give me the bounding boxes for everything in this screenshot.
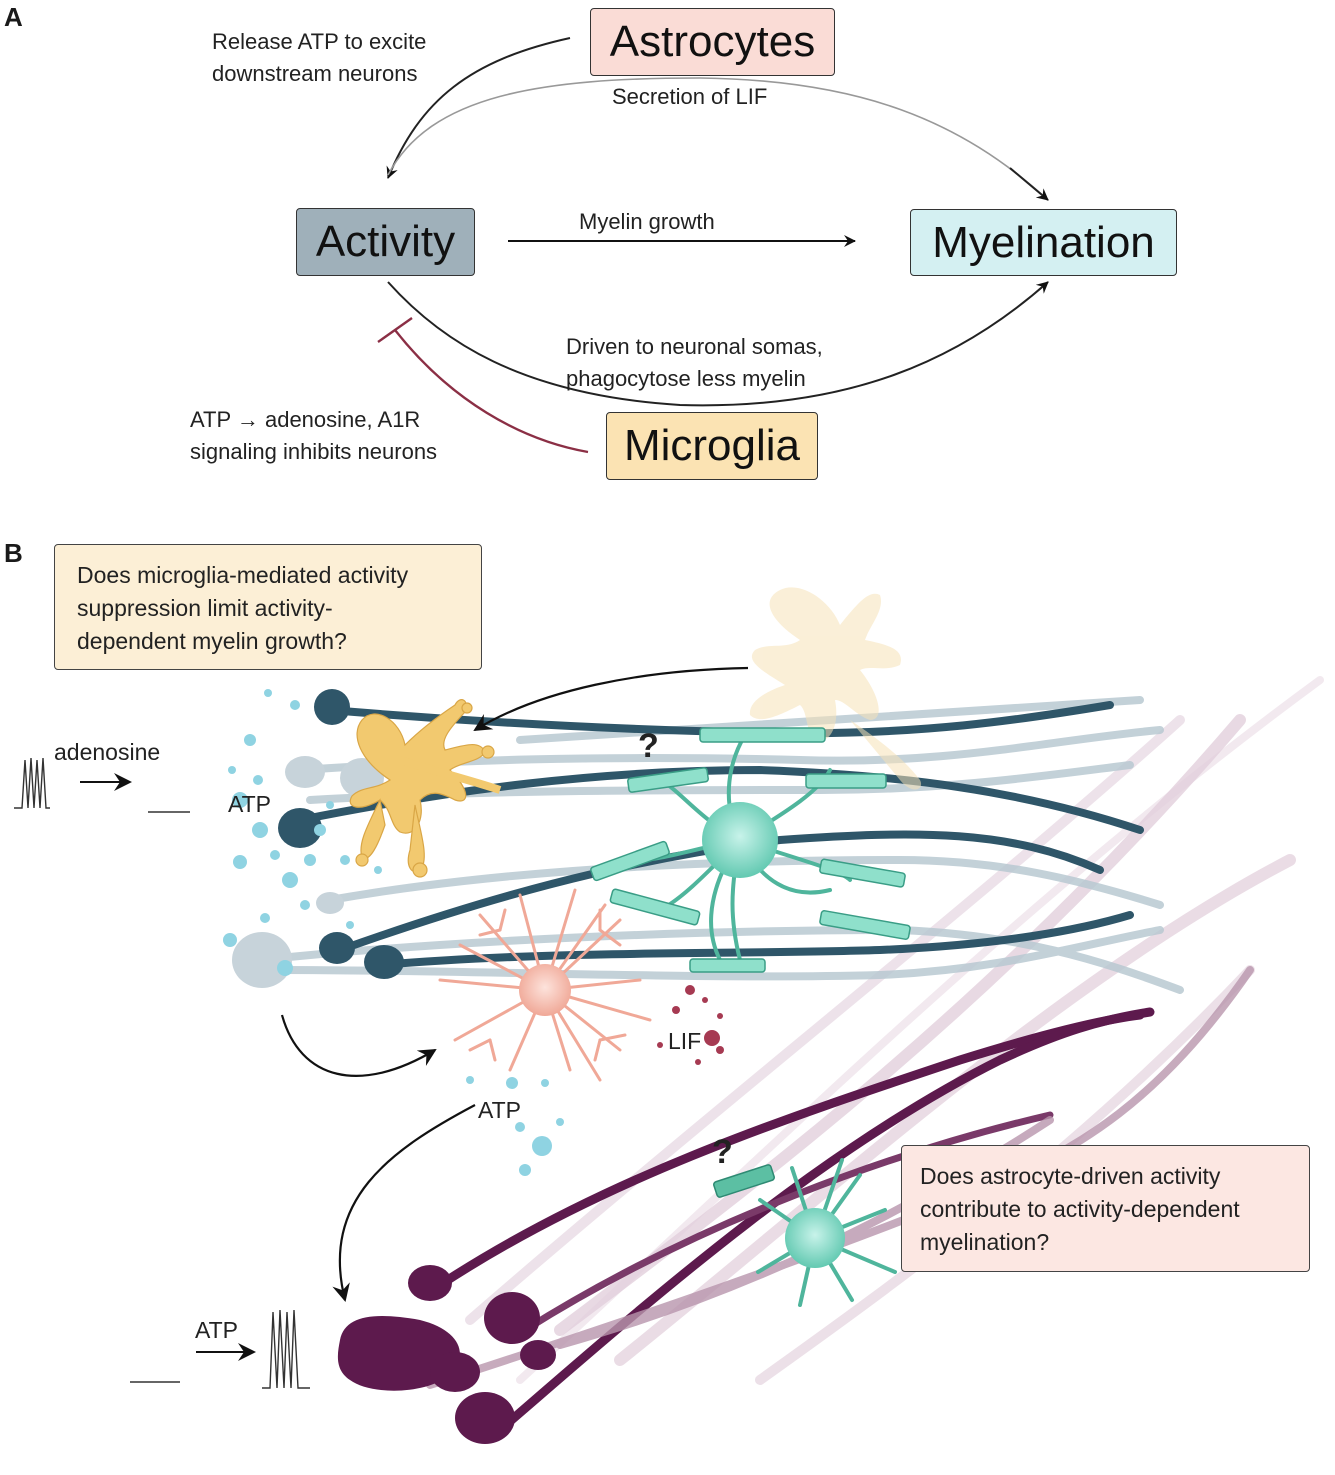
atp-dots-bottom bbox=[466, 1076, 564, 1176]
arrow-neuron-to-astrocyte bbox=[280, 1014, 437, 1077]
microglia-faded bbox=[749, 587, 922, 790]
panel-a-arrows bbox=[377, 37, 1049, 454]
label-myelin-growth: Myelin growth bbox=[579, 209, 715, 234]
label-atp-top: ATP bbox=[228, 791, 272, 817]
question-mark-bottom: ? bbox=[712, 1133, 733, 1171]
question-box-microglia: Does microglia-mediated activity suppres… bbox=[54, 544, 482, 670]
arrow-microglia-migration bbox=[473, 666, 749, 732]
question-bottom-line-1: Does astrocyte-driven activity bbox=[920, 1163, 1221, 1189]
edge-microglia-inhibit bbox=[394, 329, 589, 454]
node-microglia: Microglia bbox=[606, 412, 818, 480]
myelin-sheaths bbox=[590, 727, 911, 973]
question-bottom-line-3: myelination? bbox=[920, 1229, 1050, 1255]
atp-dots-top bbox=[223, 689, 382, 976]
trace-bottom bbox=[130, 1309, 310, 1389]
question-top-line-1: Does microglia-mediated activity bbox=[77, 562, 409, 588]
panel-a-label: A bbox=[4, 2, 23, 32]
microglia-cell bbox=[349, 699, 502, 878]
question-top-line-2: suppression limit activity- bbox=[77, 595, 333, 621]
label-driven-somas-2: phagocytose less myelin bbox=[566, 366, 806, 391]
astrocyte-soma bbox=[519, 964, 571, 1016]
purple-somas bbox=[337, 1265, 556, 1444]
panel-b-label: B bbox=[4, 538, 23, 568]
panel-b-illustration bbox=[14, 587, 1324, 1444]
node-myelination: Myelination bbox=[910, 209, 1177, 276]
node-activity: Activity bbox=[296, 208, 475, 276]
label-atp-adenosine-2: signaling inhibits neurons bbox=[190, 439, 438, 464]
label-adenosine: adenosine bbox=[54, 739, 161, 765]
label-atp-adenosine-1: ATP → adenosine, A1R bbox=[190, 407, 421, 432]
edge-astro-activity bbox=[386, 37, 571, 179]
lif-dots bbox=[657, 985, 724, 1065]
label-atp-mid: ATP bbox=[478, 1097, 522, 1123]
node-astrocytes: Astrocytes bbox=[590, 8, 835, 76]
arrow-atp-to-neurons bbox=[332, 1104, 476, 1302]
label-driven-somas-1: Driven to neuronal somas, bbox=[566, 334, 823, 359]
trace-top bbox=[14, 757, 190, 813]
label-atp-bottom: ATP bbox=[195, 1317, 239, 1343]
edge-activity-microglia-myelination bbox=[387, 281, 1049, 407]
question-bottom-line-2: contribute to activity-dependent bbox=[920, 1196, 1240, 1222]
question-mark-top: ? bbox=[638, 727, 659, 765]
label-release-atp-2: downstream neurons bbox=[212, 61, 418, 86]
purple-fibers-dark bbox=[435, 1007, 1155, 1435]
edge-activity-myelination-arc bbox=[387, 77, 1049, 201]
question-box-astrocyte: Does astrocyte-driven activity contribut… bbox=[901, 1145, 1310, 1272]
label-secretion-lif: Secretion of LIF bbox=[612, 84, 768, 109]
question-top-line-3: dependent myelin growth? bbox=[77, 628, 347, 654]
label-lif: LIF bbox=[668, 1028, 702, 1054]
label-release-atp-1: Release ATP to excite bbox=[212, 29, 427, 54]
oligodendrocyte-purple bbox=[713, 1158, 897, 1307]
